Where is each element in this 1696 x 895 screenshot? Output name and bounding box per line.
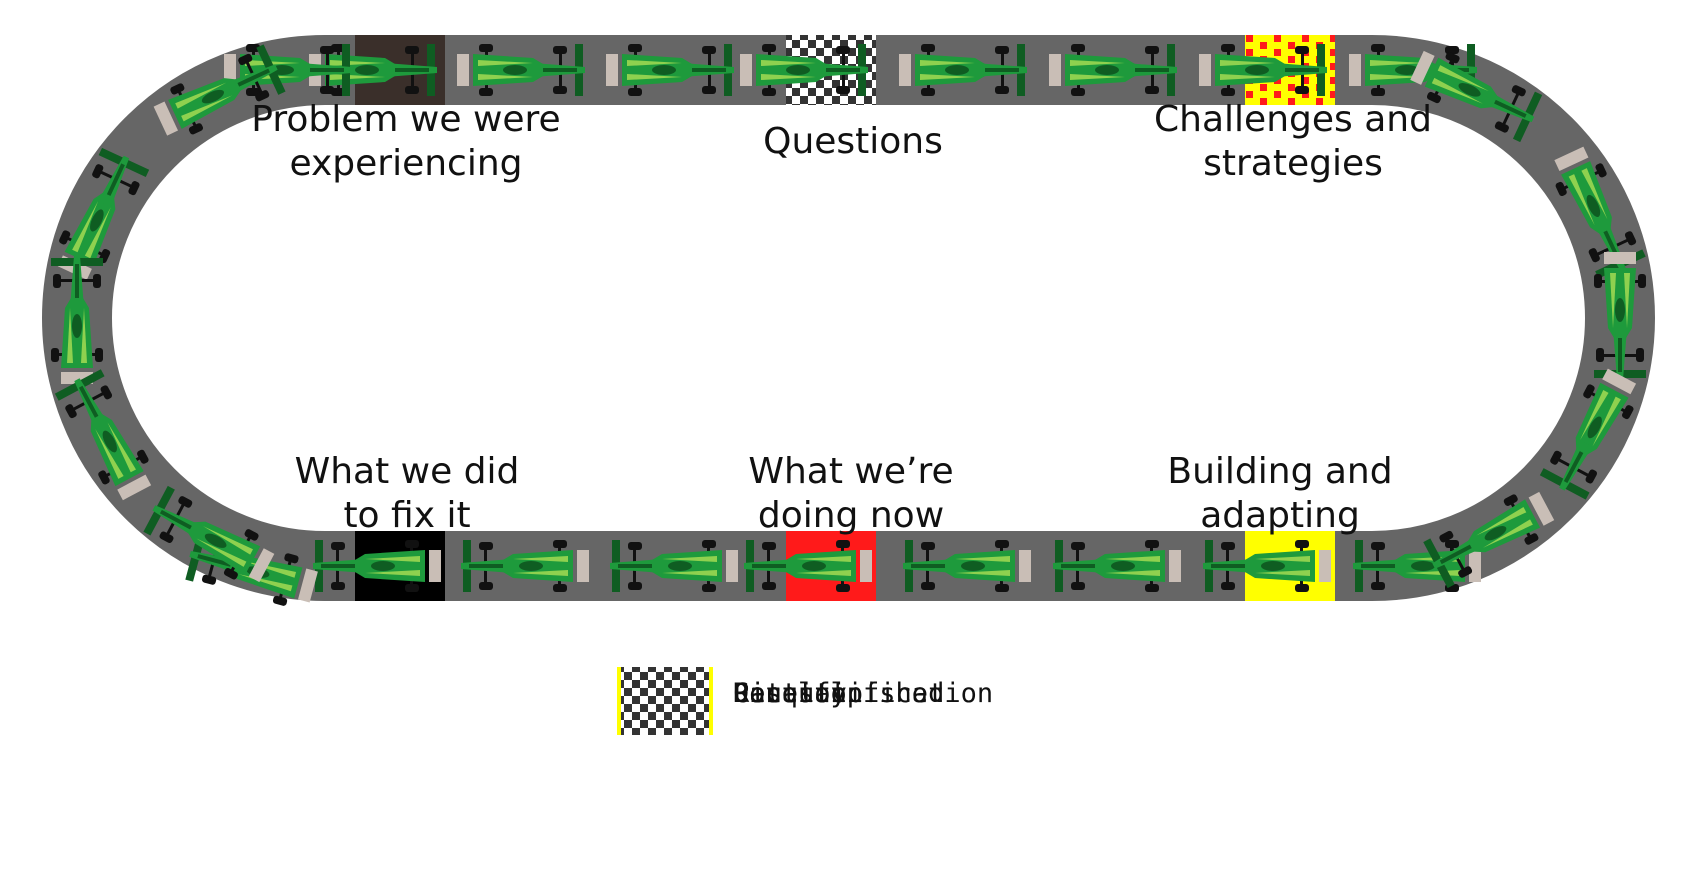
race-car-icon: [1053, 540, 1181, 592]
legend-item-penalty: Penalty: [733, 678, 847, 709]
race-car-icon: [1203, 540, 1331, 592]
race-car-icon: [143, 485, 275, 583]
race-car-icon: [744, 540, 872, 592]
race-car-icon: [51, 256, 103, 384]
race-track: [42, 34, 1655, 735]
race-car-icon: [1410, 50, 1543, 143]
race-car-icon: [1049, 44, 1177, 96]
race-car-icon: [899, 44, 1027, 96]
race-car-icon: [1594, 252, 1646, 380]
race-car-icon: [610, 540, 738, 592]
legend-item-disqualification: Disqualification: [733, 678, 994, 709]
race-car-icon: [1199, 44, 1327, 96]
legend-item-pit-stop: Pit stop: [733, 678, 864, 709]
race-car-icon: [740, 44, 868, 96]
race-car-icon: [457, 44, 585, 96]
legend-item-caution: Caution: [733, 678, 847, 709]
race-car-icon: [606, 44, 734, 96]
legend-item-race-finished: Race finished: [733, 678, 945, 709]
race-car-icon: [54, 369, 152, 501]
race-car-icon: [903, 540, 1031, 592]
race-car-icon: [461, 540, 589, 592]
race-car-icon: [1539, 368, 1637, 500]
legend-text: Race finished Caution Pit stop Penalty D…: [733, 678, 993, 895]
station-questions-label: Questions: [763, 121, 943, 162]
race-car-icon: [153, 44, 286, 136]
checkered-flag-icon: [617, 667, 713, 735]
race-car-icon: [1423, 491, 1555, 589]
race-car-icon: [313, 540, 441, 592]
